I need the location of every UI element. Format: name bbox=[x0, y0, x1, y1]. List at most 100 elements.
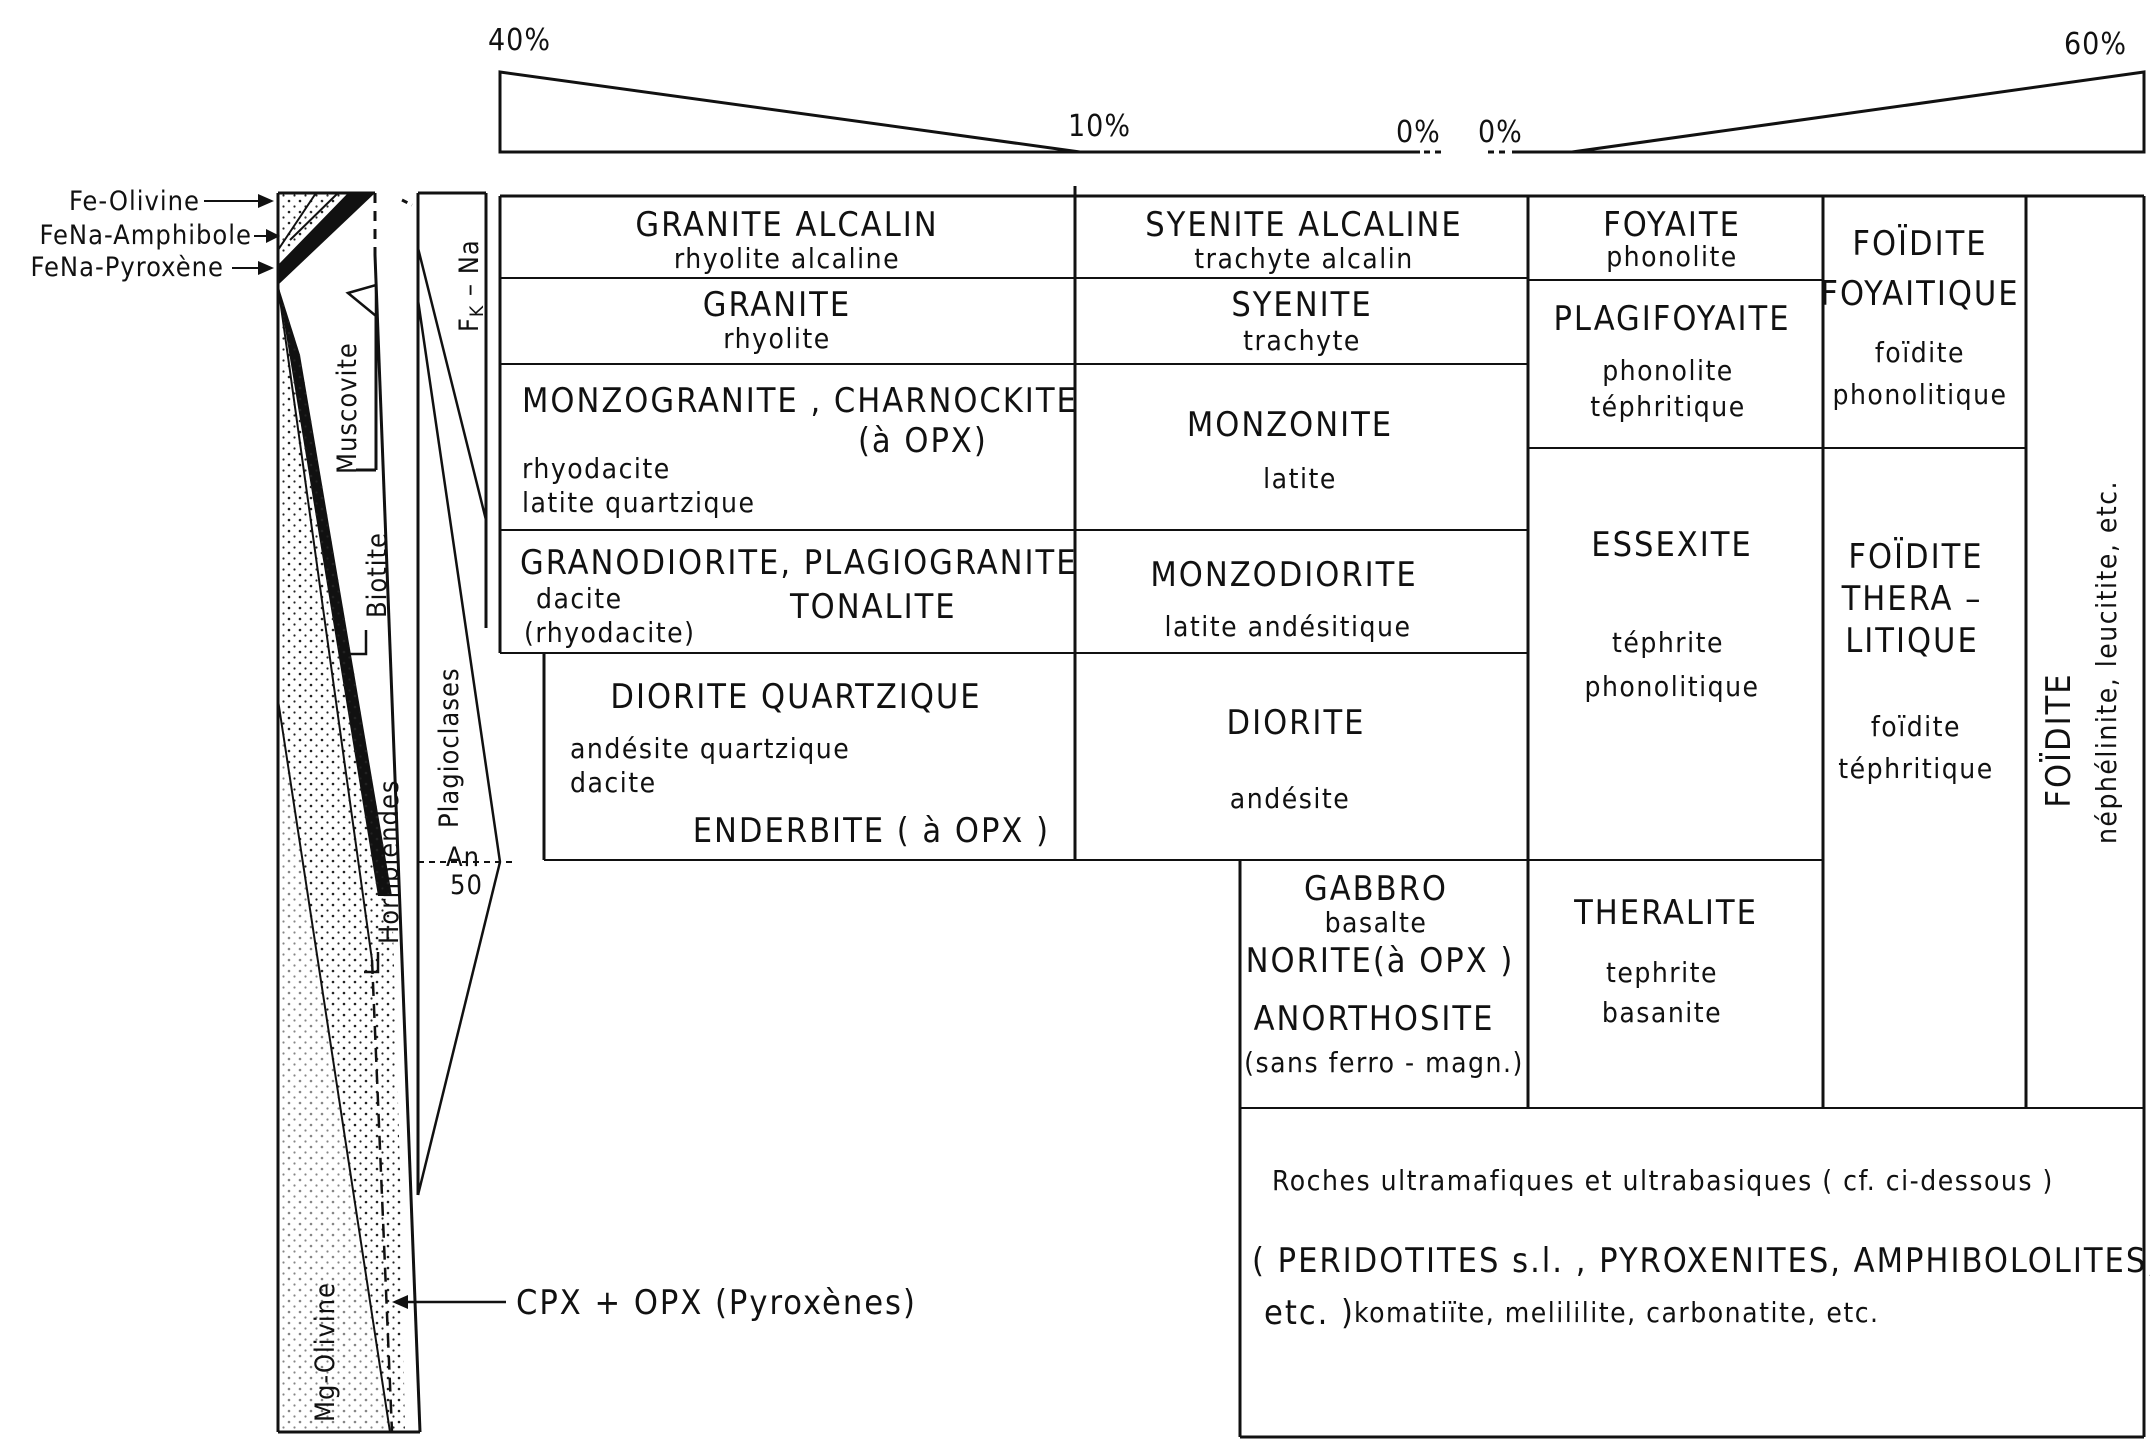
hornblendes-pointer bbox=[364, 952, 380, 974]
volc-rhyodacite: rhyodacite bbox=[522, 452, 671, 485]
cell-granite: GRANITE rhyolite bbox=[703, 285, 851, 355]
volc-tephrite-2: tephrite bbox=[1606, 956, 1718, 989]
volc-phonolite: phonolite bbox=[1606, 240, 1738, 273]
rock-granite: GRANITE bbox=[703, 285, 851, 325]
muscovite-marker bbox=[345, 283, 378, 319]
arrowhead-fena-amphibole bbox=[266, 229, 280, 243]
rock-diorite: DIORITE bbox=[1227, 703, 1366, 743]
volc-foidite-1: foïdite bbox=[1875, 336, 1965, 369]
volc-tephrite: téphrite bbox=[1612, 626, 1724, 659]
label-fk-na: FK – Na bbox=[454, 239, 488, 332]
arrowhead-fena-pyroxene bbox=[258, 261, 274, 275]
rock-anorthosite: ANORTHOSITE bbox=[1254, 999, 1495, 1039]
cell-syenite-alcaline: SYENITE ALCALINE trachyte alcalin bbox=[1145, 205, 1463, 275]
rock-tonalite: TONALITE bbox=[789, 587, 957, 627]
fena-amphibole-band bbox=[278, 193, 375, 285]
cell-monzodiorite: MONZODIORITE latite andésitique bbox=[1150, 555, 1415, 643]
ultramafic-line-3a: etc. ) bbox=[1264, 1293, 1355, 1333]
volc-trachyte: trachyte bbox=[1243, 324, 1361, 357]
cell-granite-alcalin: GRANITE ALCALIN rhyolite alcaline bbox=[635, 205, 936, 275]
ultramafic-line-1: Roches ultramafiques et ultrabasiques ( … bbox=[1272, 1164, 2054, 1197]
rock-foidite-2: FOÏDITE bbox=[1848, 537, 1983, 577]
volc-andesite: andésite bbox=[1230, 782, 1350, 815]
volc-phonolite-2: phonolite bbox=[1602, 354, 1734, 387]
volc-basanite: basanite bbox=[1602, 996, 1722, 1029]
volc-latite-andesitique: latite andésitique bbox=[1164, 610, 1411, 643]
scale-left-start: 40% bbox=[488, 23, 551, 58]
volc-latite: latite bbox=[1263, 462, 1337, 495]
feldspathoid-wedge bbox=[1571, 70, 2146, 154]
volc-trachyte-alcalin: trachyte alcalin bbox=[1194, 242, 1413, 275]
cell-foidite: FOÏDITE néphélinite, leucitite, etc. bbox=[2039, 480, 2123, 844]
quartz-wedge bbox=[498, 70, 1081, 154]
label-fena-amphibole: FeNa-Amphibole bbox=[39, 220, 252, 251]
volc-tephritique: téphritique bbox=[1590, 390, 1746, 423]
hatch-1 bbox=[277, 192, 317, 251]
rock-gabbro: GABBRO bbox=[1304, 869, 1448, 909]
label-muscovite: Muscovite bbox=[332, 342, 363, 474]
rock-foidite-3: FOÏDITE bbox=[2039, 672, 2079, 807]
arrowhead-fe-olivine bbox=[258, 194, 274, 208]
mineral-labels: Fe-Olivine FeNa-Amphibole FeNa-Pyroxène … bbox=[30, 186, 917, 1422]
volc-basalte: basalte bbox=[1325, 906, 1428, 939]
cell-monzogranite: MONZOGRANITE , CHARNOCKITE (à OPX) rhyod… bbox=[522, 381, 1078, 519]
cell-foidite-theralitique: FOÏDITE THERA – LITIQUE foïdite téphriti… bbox=[1838, 537, 1994, 785]
cell-diorite: DIORITE andésite bbox=[1227, 703, 1366, 815]
olivine-boundary bbox=[277, 699, 391, 1433]
feldspar-middle-diagonal bbox=[416, 299, 502, 863]
rock-thera: THERA – bbox=[1841, 579, 1983, 619]
rock-plagifoyaite: PLAGIFOYAITE bbox=[1553, 299, 1790, 339]
volc-dacite: dacite bbox=[536, 582, 623, 615]
volc-rhyodacite-paren: (rhyodacite) bbox=[524, 616, 695, 649]
label-mg-olivine: Mg-Olivine bbox=[310, 1282, 341, 1422]
label-plagioclases: Plagioclases bbox=[434, 667, 465, 828]
scale-wedges: 40% 10% 0% 0% 60% bbox=[488, 23, 2146, 154]
rock-syenite-alcaline: SYENITE ALCALINE bbox=[1145, 205, 1463, 245]
label-fe-olivine: Fe-Olivine bbox=[69, 186, 200, 217]
scale-right-zero: 0% bbox=[1478, 115, 1523, 150]
cell-foidite-foyaitique: FOÏDITE FOYAITIQUE foïdite phonolitique bbox=[1820, 224, 2019, 411]
rock-granodiorite-plagiogranite: GRANODIORITE, PLAGIOGRANITE bbox=[520, 543, 1078, 583]
volc-latite-quartzique: latite quartzique bbox=[522, 486, 756, 519]
rock-foyaitique: FOYAITIQUE bbox=[1820, 274, 2019, 314]
volc-tephritique-2: téphritique bbox=[1838, 752, 1994, 785]
hatch-2 bbox=[289, 192, 339, 241]
cell-granodiorite: GRANODIORITE, PLAGIOGRANITE TONALITE dac… bbox=[520, 543, 1078, 649]
hornblende-boundary bbox=[277, 284, 373, 961]
cell-plagifoyaite: PLAGIFOYAITE phonolite téphritique bbox=[1553, 299, 1790, 423]
scale-left-zero: 0% bbox=[1396, 115, 1441, 150]
feldspar-top-dash bbox=[401, 198, 413, 207]
rock-enderbite: ENDERBITE ( à OPX ) bbox=[693, 811, 1050, 851]
ultramafic-line-2: ( PERIDOTITES s.l. , PYROXENITES, AMPHIB… bbox=[1252, 1241, 2150, 1281]
label-an: An bbox=[446, 842, 480, 873]
rock-charnockite-opx: (à OPX) bbox=[858, 421, 988, 461]
volc-nephelinite-leucitite: néphélinite, leucitite, etc. bbox=[2090, 480, 2123, 844]
scale-right-end: 60% bbox=[2064, 27, 2127, 62]
label-pyroxenes: CPX + OPX (Pyroxènes) bbox=[516, 1283, 917, 1323]
volc-phonolitique-2: phonolitique bbox=[1584, 670, 1759, 703]
rock-monzogranite-charnockite: MONZOGRANITE , CHARNOCKITE bbox=[522, 381, 1078, 421]
volc-andesite-quartzique: andésite quartzique bbox=[570, 732, 850, 765]
arrowhead-pyroxenes bbox=[392, 1295, 408, 1309]
pyroxene-dashed-boundary bbox=[370, 959, 394, 1433]
fena-pyroxene-band bbox=[278, 193, 348, 265]
volc-rhyolite: rhyolite bbox=[723, 322, 831, 355]
label-an-value: 50 bbox=[450, 870, 483, 901]
cell-syenite: SYENITE trachyte bbox=[1231, 285, 1370, 357]
note-sans-ferro-magn: (sans ferro - magn.) bbox=[1244, 1046, 1524, 1079]
rock-essexite: ESSEXITE bbox=[1591, 525, 1752, 565]
cell-foyaite: FOYAITE phonolite bbox=[1603, 205, 1741, 273]
label-biotite: Biotite bbox=[362, 532, 393, 618]
classification-grid bbox=[498, 186, 2146, 1439]
pyroxene-dotted-field bbox=[278, 285, 405, 1432]
volc-dacite-2: dacite bbox=[570, 766, 657, 799]
rock-monzonite: MONZONITE bbox=[1187, 405, 1393, 445]
feldspar-lower-diagonal bbox=[416, 861, 502, 1196]
rock-foyaite: FOYAITE bbox=[1603, 205, 1741, 245]
cell-monzonite: MONZONITE latite bbox=[1187, 405, 1393, 495]
label-hornblendes: Hornblendes bbox=[374, 779, 405, 944]
cell-gabbro: GABBRO basalte NORITE(à OPX ) ANORTHOSIT… bbox=[1244, 869, 1524, 1079]
cell-essexite: ESSEXITE téphrite phonolitique bbox=[1584, 525, 1759, 703]
